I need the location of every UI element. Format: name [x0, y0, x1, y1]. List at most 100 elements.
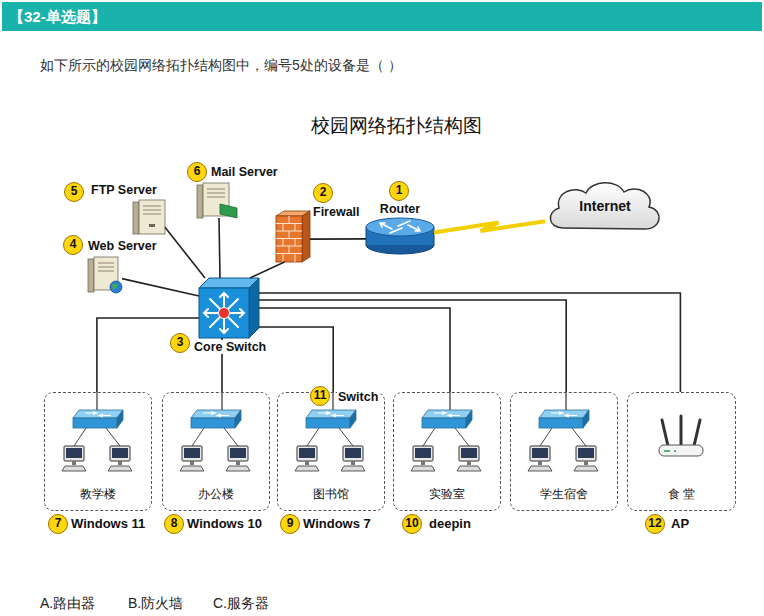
device-label: FTP Server: [90, 183, 158, 197]
router-icon-part: [366, 218, 434, 236]
web-server-icon-part: [98, 263, 114, 271]
callout-number: 11: [310, 386, 330, 406]
core-switch-icon-part: [249, 278, 259, 338]
router-node: Router: [366, 218, 434, 254]
zone-label: 学生宿舍: [511, 486, 617, 502]
client-pcs-part: [341, 446, 365, 471]
building-zone: 学生宿舍: [510, 392, 618, 511]
access-switches-part: [539, 410, 589, 428]
core-switch-node: Core Switch: [199, 278, 259, 338]
callout-number: 2: [313, 183, 333, 203]
server-node: Web Server: [88, 257, 122, 293]
access-switches-part: [306, 410, 356, 428]
building-equipment-part: [565, 392, 566, 410]
ftp-server-icon-part: [133, 202, 139, 234]
client-pcs-part: [180, 446, 204, 471]
client-pcs-part: [411, 446, 435, 471]
header-band: 【32-单选题】: [2, 2, 762, 31]
device-label: Mail Server: [210, 165, 279, 179]
callout-number: 8: [164, 514, 184, 534]
zone-label: 办公楼: [163, 486, 269, 502]
building-zone: 图书馆: [277, 392, 385, 511]
client-pcs: [62, 446, 598, 471]
firewall-icon-part: [276, 216, 302, 262]
client-pcs-part: [108, 446, 132, 471]
client-pcs-part: [295, 446, 319, 471]
firewall-icon-part: [276, 216, 302, 262]
mail-server-icon-part: [207, 189, 225, 197]
building-zone: 食 堂: [627, 392, 736, 511]
os-label: Windows 10: [187, 516, 262, 532]
core-switch-icon-part: [219, 308, 230, 319]
callout-number: 1: [389, 181, 409, 201]
access-switches-part: [191, 410, 241, 428]
ftp-server-icon-part: [139, 200, 165, 234]
answer-option: B.防火墙: [128, 594, 183, 612]
access-switches-part: [73, 410, 123, 428]
callout-number: 12: [645, 514, 665, 534]
os-label: Windows 7: [303, 516, 371, 532]
callout-number: 3: [170, 333, 190, 353]
callout-number: 6: [187, 162, 207, 182]
router-icon-part: [380, 221, 420, 233]
network-link: [122, 279, 199, 296]
router-icon-part: [366, 227, 367, 245]
ap-icon-part: [659, 445, 703, 456]
question-text: 如下所示的校园网络拓扑结构图中，编号5处的设备是（ ）: [40, 56, 402, 74]
diagram-title: 校园网络拓扑结构图: [28, 114, 764, 138]
device-label: Firewall: [312, 205, 361, 219]
access-switches: [73, 410, 589, 428]
network-link: [259, 300, 566, 392]
building-equipment-part: [221, 392, 222, 410]
network-link: [97, 318, 199, 392]
callout-number: 10: [402, 514, 422, 534]
zone-label: 食 堂: [628, 486, 735, 502]
zone-label: 图书馆: [278, 486, 384, 502]
callout-number: 9: [280, 514, 300, 534]
router-icon-part: [434, 227, 435, 245]
network-link: [310, 238, 366, 240]
building-zone: 教学楼: [44, 392, 152, 511]
network-link: [259, 308, 450, 392]
ap-icon-part: [662, 416, 700, 446]
network-link: [259, 327, 333, 392]
firewall-icon: [276, 211, 310, 262]
zone-label: 教学楼: [45, 486, 151, 502]
building-equipment-part: [449, 392, 450, 410]
core-switch-icon-part: [204, 293, 244, 333]
firewall-node: Firewall: [276, 211, 310, 262]
device-label: Web Server: [87, 239, 158, 253]
callout-number: 5: [64, 182, 84, 202]
web-server-icon-part: [112, 284, 118, 291]
web-server-icon-part: [94, 257, 118, 290]
ftp-server-icon: [133, 200, 165, 234]
ap-icon: [659, 416, 703, 456]
os-label: deepin: [429, 516, 471, 532]
internet-cloud: Internet: [545, 178, 665, 238]
mail-server-icon: [197, 183, 237, 218]
ftp-server-icon-part: [149, 224, 155, 227]
part-label: Switch: [337, 390, 379, 404]
server-node: FTP Server: [133, 200, 165, 234]
device-label: Router: [379, 202, 421, 216]
answer-option: C.服务器: [213, 594, 269, 612]
cloud-label: Internet: [545, 198, 665, 215]
callout-number: 7: [48, 514, 68, 534]
network-link: [250, 262, 285, 278]
building-equipment-part: [332, 392, 333, 410]
wan-link: [434, 221, 545, 232]
building-equipment-part: [96, 392, 97, 410]
header-text: 【32-单选题】: [9, 7, 106, 26]
device-label: Core Switch: [193, 340, 267, 354]
mail-server-icon-part: [220, 204, 237, 218]
web-server-icon: [88, 257, 122, 293]
core-switch-icon: [199, 278, 259, 338]
client-pcs-part: [62, 446, 86, 471]
building-zone: 办公楼: [162, 392, 270, 511]
core-switch-icon-part: [199, 288, 249, 338]
router-icon: [366, 218, 434, 254]
building-zone: 实验室: [393, 392, 501, 511]
zone-label: 实验室: [394, 486, 500, 502]
os-label: AP: [671, 516, 689, 532]
web-server-icon-part: [110, 281, 122, 293]
